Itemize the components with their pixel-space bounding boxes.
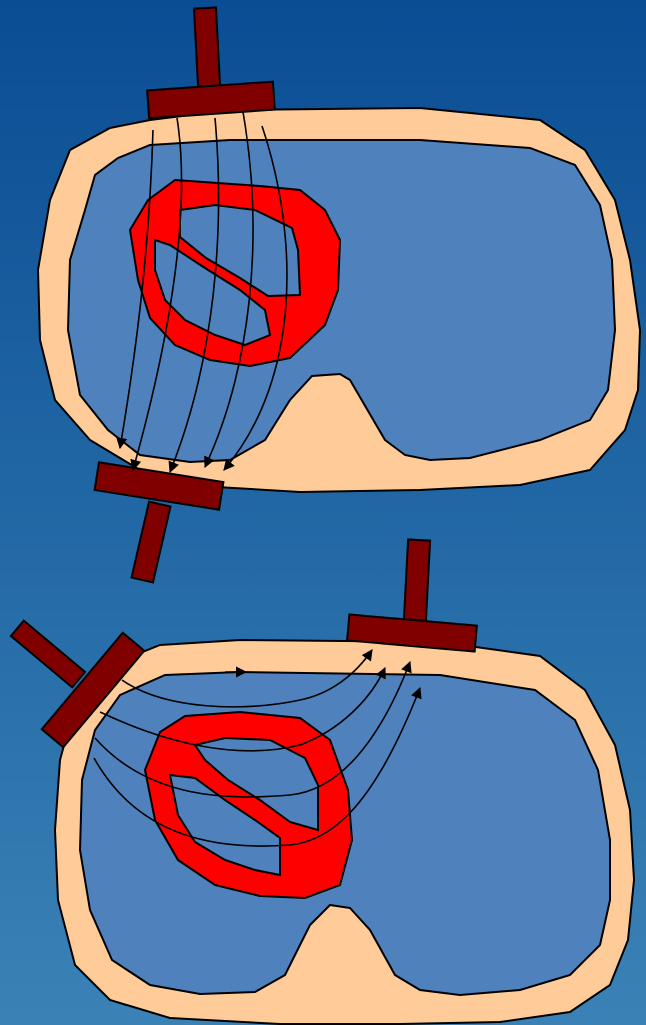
probe-handle-right [404,539,430,620]
probe-handle-top [194,7,220,86]
